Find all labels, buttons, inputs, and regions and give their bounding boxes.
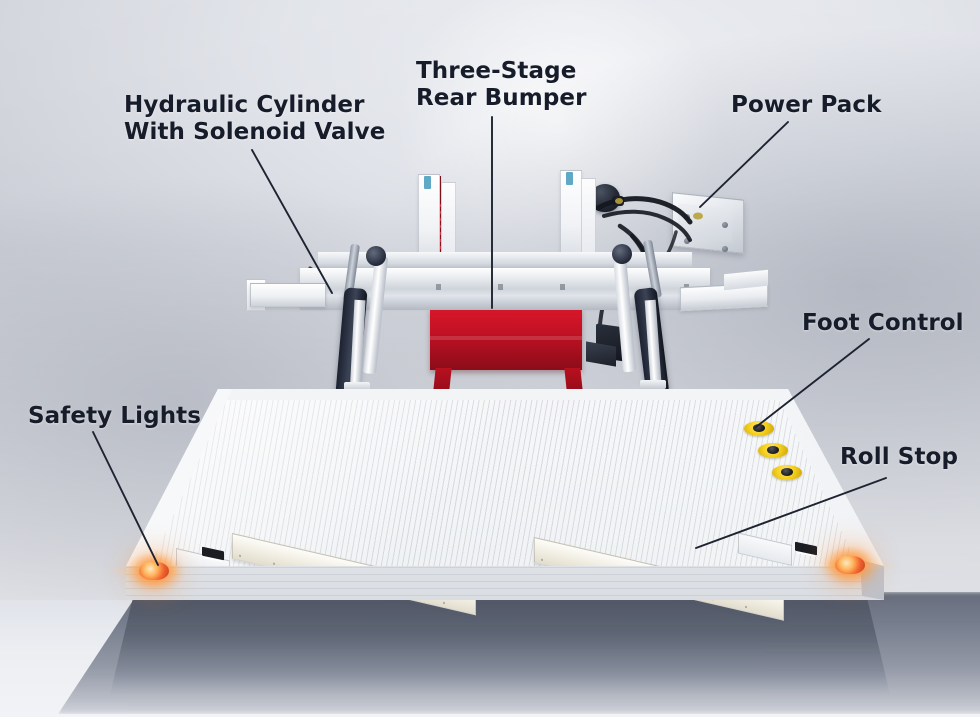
annotation-three-stage-rear-bumper: Three-Stage Rear Bumper <box>416 58 587 112</box>
guide-tip-left <box>424 176 431 189</box>
safety-light-right <box>810 540 898 592</box>
leader-line-foot-control <box>755 338 870 428</box>
foot-control-button[interactable] <box>744 421 774 436</box>
safety-light-lens <box>835 556 865 574</box>
beam-rivet-row <box>312 284 698 290</box>
leader-line-hydraulic-cylinder <box>251 149 333 294</box>
annotation-safety-lights: Safety Lights <box>28 403 202 429</box>
leader-line-roll-stop <box>695 477 887 549</box>
bumper-stage-divider <box>430 336 582 340</box>
leg-foot-right <box>640 380 666 389</box>
annotation-roll-stop: Roll Stop <box>840 444 959 470</box>
upper-rail <box>318 252 692 270</box>
power-pack-bolt <box>722 222 728 228</box>
leg-foot-left <box>344 382 370 391</box>
foot-control-button[interactable] <box>758 443 788 458</box>
annotation-power-pack: Power Pack <box>731 92 882 118</box>
leader-line-safety-lights <box>92 431 159 566</box>
power-pack-bolt <box>684 238 690 244</box>
annotation-hydraulic-cylinder: Hydraulic Cylinder With Solenoid Valve <box>124 92 386 146</box>
foot-control-button[interactable] <box>772 465 802 480</box>
foot-control-cap <box>781 468 793 476</box>
foot-control-cap <box>753 424 765 432</box>
annotation-foot-control: Foot Control <box>802 310 964 336</box>
lower-frame-beam <box>300 296 710 310</box>
three-stage-rear-bumper <box>430 308 582 370</box>
pivot-right <box>612 244 632 264</box>
left-extension-arm <box>250 283 326 307</box>
foot-control-cap <box>767 446 779 454</box>
power-pack-bolt <box>722 246 728 252</box>
safety-light-lens <box>139 562 169 580</box>
leader-line-power-pack <box>699 121 789 208</box>
guide-tip-right <box>566 172 573 185</box>
pivot-left <box>366 246 386 266</box>
